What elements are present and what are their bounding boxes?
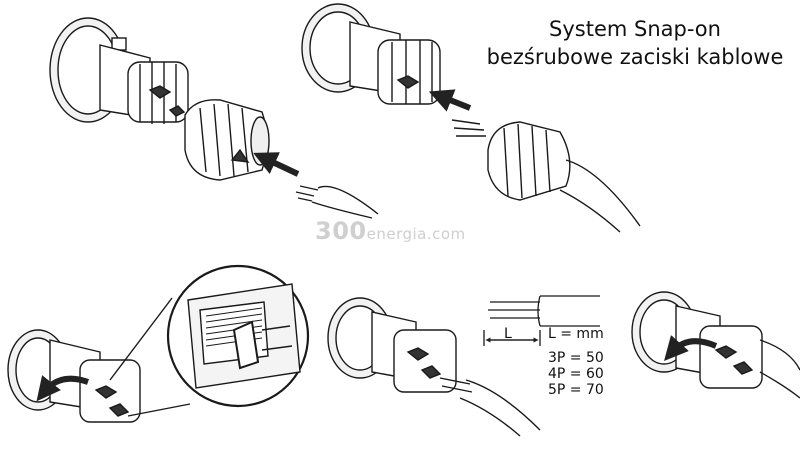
strip-length-diagram [483,295,600,346]
title-line-2: bezśrubowe zaciski kablowe [486,45,784,69]
watermark: 300energia.com [315,217,466,245]
strip-length-unit: L = mm [548,326,604,342]
strip-length-3p: 3P = 50 [548,350,604,366]
strip-length-marker: L [504,326,512,342]
step-2-illustration [301,3,641,233]
watermark-text: energia.com [366,225,466,243]
step-3-illustration [7,264,310,423]
watermark-number: 300 [315,217,367,245]
step-4-illustration [327,297,541,437]
title-line-1: System Snap-on [549,17,721,41]
step-1-illustration [49,17,379,219]
step-5-illustration [631,291,800,399]
strip-length-5p: 5P = 70 [548,382,604,398]
strip-length-4p: 4P = 60 [548,366,604,382]
